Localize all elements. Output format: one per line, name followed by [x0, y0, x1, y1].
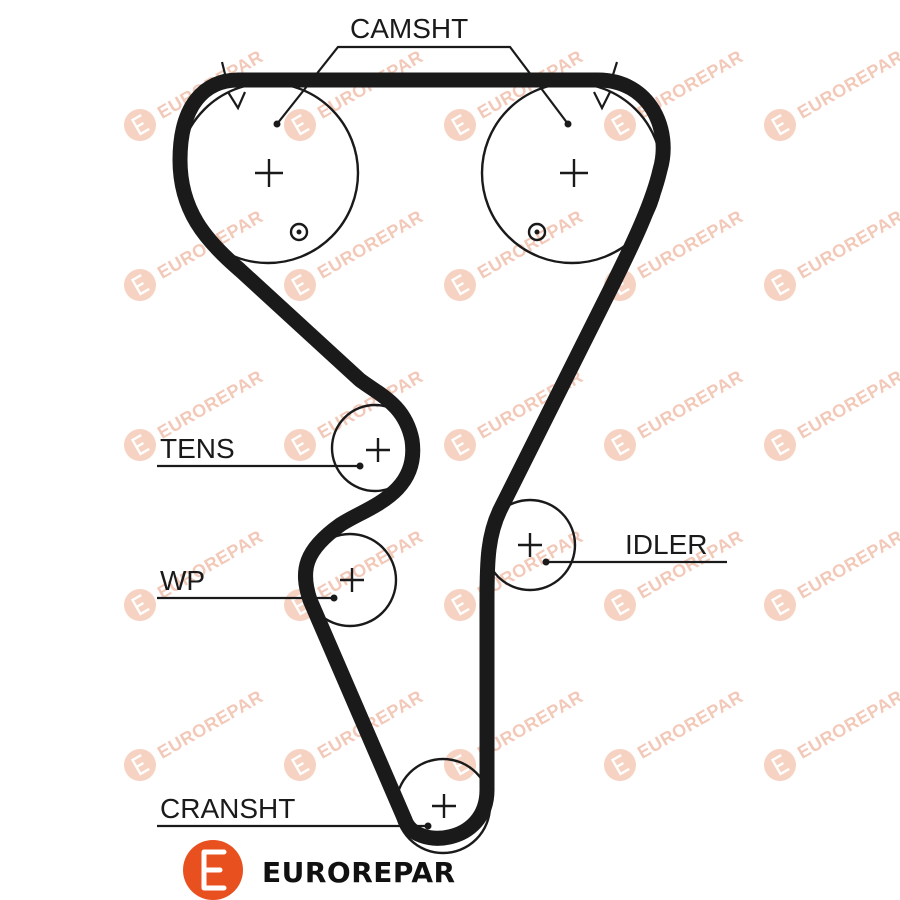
- timing-belt: [172, 72, 671, 846]
- watermark-text: EUROREPAR: [634, 686, 746, 762]
- crankshaft-label: CRANSHT: [160, 793, 295, 824]
- tensioner-center-cross: [366, 438, 390, 462]
- watermark-text: EUROREPAR: [794, 526, 900, 602]
- watermark-tile: EUROREPAR: [444, 46, 586, 141]
- watermark-tile: EUROREPAR: [764, 366, 900, 461]
- watermark-tile: EUROREPAR: [124, 686, 266, 781]
- watermark-tile: EUROREPAR: [444, 526, 586, 621]
- watermark-tile: EUROREPAR: [444, 686, 586, 781]
- watermark-tile: EUROREPAR: [284, 206, 426, 301]
- leader-lines: [157, 45, 727, 830]
- watermark-text: EUROREPAR: [314, 206, 426, 282]
- watermark-tile: EUROREPAR: [764, 526, 900, 621]
- watermark-text: EUROREPAR: [794, 46, 900, 122]
- watermark-tile: EUROREPAR: [604, 366, 746, 461]
- water-pump-label: WP: [160, 565, 205, 596]
- timing-mark-right-notch: [593, 91, 611, 111]
- pulley-centers: [255, 159, 588, 818]
- idler-label: IDLER: [625, 529, 707, 560]
- idler-center-cross: [518, 533, 542, 557]
- watermark-tile: EUROREPAR: [764, 686, 900, 781]
- eurorepar-logo-e-mark: [201, 849, 227, 891]
- water-pump-center-cross: [340, 568, 364, 592]
- pulleys: [176, 81, 664, 855]
- watermark-text: EUROREPAR: [474, 206, 586, 282]
- camshaft-right-center-cross: [560, 159, 588, 187]
- timing-marks: [220, 61, 619, 111]
- watermark-text: EUROREPAR: [794, 366, 900, 442]
- watermark-tile: EUROREPAR: [764, 46, 900, 141]
- brand-logo: EUROREPAR: [183, 840, 456, 900]
- timing-mark-left-notch: [227, 91, 247, 111]
- labels: CAMSHT TENS WP IDLER CRANSHT: [160, 13, 707, 824]
- timing-mark-left-tick: [220, 61, 228, 79]
- watermark-tile: EUROREPAR: [764, 206, 900, 301]
- cam-right-bolt-mark: [527, 222, 547, 242]
- timing-mark-right-tick: [610, 61, 619, 79]
- brand-name: EUROREPAR: [262, 856, 456, 889]
- watermark-text: EUROREPAR: [794, 686, 900, 762]
- cam-bolt-marks: [289, 222, 547, 242]
- cam-left-bolt-mark: [289, 222, 309, 242]
- watermark-tile: EUROREPAR: [604, 686, 746, 781]
- watermark-tile: EUROREPAR: [444, 206, 586, 301]
- crankshaft-center-cross: [432, 794, 456, 818]
- watermark-text: EUROREPAR: [154, 686, 266, 762]
- watermark-text: EUROREPAR: [794, 206, 900, 282]
- camshaft-label: CAMSHT: [350, 13, 468, 44]
- watermark-text: EUROREPAR: [154, 366, 266, 442]
- camshaft-leader: [276, 45, 569, 125]
- watermark-tile: EUROREPAR: [604, 46, 746, 141]
- tensioner-label: TENS: [160, 433, 235, 464]
- camshaft-left-center-cross: [255, 159, 283, 187]
- watermark-text: EUROREPAR: [634, 366, 746, 442]
